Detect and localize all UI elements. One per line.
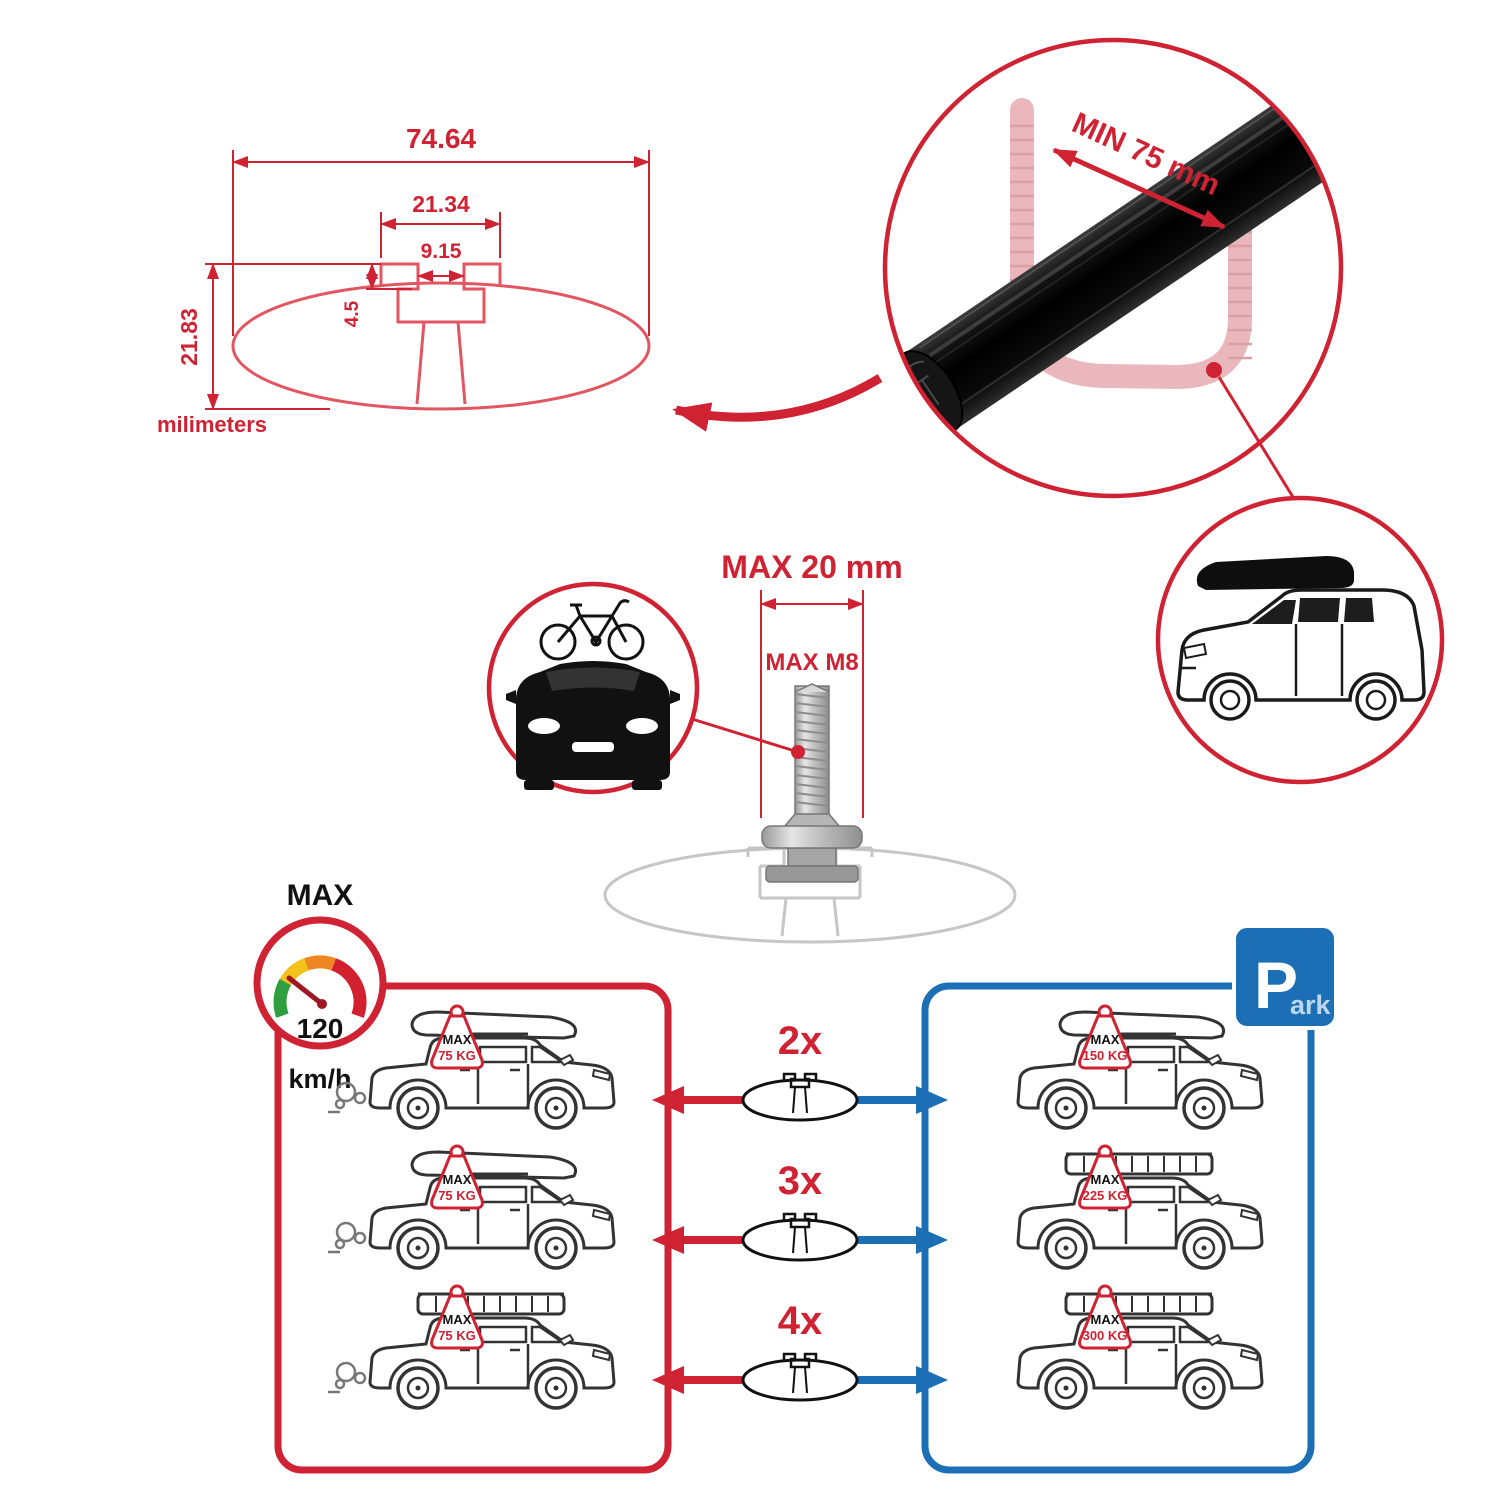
car-parked-3 [1016,1312,1264,1410]
tag-load-label: 225 KG [1083,1188,1128,1203]
tag-load-label: 75 KG [438,1048,476,1063]
parked-cars: MAX 150 KG MAX 225 KG MAX 300 KG [1016,1004,1264,1410]
park-suffix: ark [1290,990,1332,1020]
load-tag-drive-2: MAX 75 KG [430,1144,484,1210]
load-tag-park-3: MAX 300 KG [1078,1284,1132,1350]
callout-dot [1206,362,1222,378]
max-width-label: MAX 20 mm [721,549,902,585]
dimension-lines [205,150,650,410]
gauge-needle [286,975,325,1007]
cross-section-drawing: 74.64 21.34 9.15 4.5 21.83 milimeters [157,123,651,437]
suv-roofbox-circle [1155,495,1445,785]
load-tag-park-1: MAX 150 KG [1078,1004,1132,1070]
dim-slot-width: 9.15 [421,240,462,263]
bar-profile-icon [741,1212,859,1262]
tag-max-label: MAX [1091,1032,1120,1047]
exhaust-puffs [326,1221,367,1254]
t-bolt [761,683,863,883]
car-driving-3 [368,1312,616,1410]
roof-box [1196,556,1354,590]
load-tag-drive-3: MAX 75 KG [430,1284,484,1350]
roof-basket [1064,1292,1214,1316]
park-sign: P ark [1232,924,1338,1030]
tag-load-label: 75 KG [438,1328,476,1343]
qty-3x: 3x [778,1159,823,1203]
bolt-callout-line [691,717,799,754]
quantity-rows: 2x 3x 4x [652,1019,948,1402]
driving-box [274,982,672,1474]
park-letter: P [1254,948,1298,1022]
bar-profile-icon [741,1352,859,1402]
parking-box [921,982,1315,1474]
detail-arrow [672,374,883,432]
dim-total-height: 21.83 [176,308,202,366]
bar-detail-circle: MIN 75 mm [882,37,1344,503]
qty-2x: 2x [778,1019,823,1063]
max-thread-label: MAX M8 [765,649,858,676]
load-tag-park-2: MAX 225 KG [1078,1144,1132,1210]
car-parked-1 [1016,1032,1264,1130]
car-driving-2 [368,1172,616,1270]
dim-channel-width: 21.34 [412,191,470,217]
min-length-arrow [1052,147,1226,230]
load-tag-drive-1: MAX 75 KG [430,1004,484,1070]
tag-max-label: MAX [1091,1312,1120,1327]
tag-load-label: 75 KG [438,1188,476,1203]
bolt-section: MAX 20 mm MAX M8 [486,549,1017,944]
dim-lip-height: 4.5 [342,300,363,327]
tag-max-label: MAX [443,1172,472,1187]
unit-label: milimeters [157,412,267,437]
car-bike-circle [486,581,700,795]
roof-basket [416,1292,566,1316]
suv-illustration [1176,556,1426,721]
gauge-value: 120 [297,1013,344,1044]
bicycle-icon [539,599,645,661]
callout-line [1217,376,1298,503]
car-parked-2 [1016,1172,1264,1270]
bolt-callout-dot [791,745,805,759]
bolt-dimension [760,590,864,818]
tag-load-label: 150 KG [1083,1048,1128,1063]
gauge-unit: km/h [288,1064,351,1094]
tag-max-label: MAX [443,1032,472,1047]
car-front-icon [506,661,680,790]
dim-total-width: 74.64 [406,123,476,154]
driving-cars: MAX 75 KG MAX 75 KG MAX 75 KG [326,1004,616,1410]
qty-4x: 4x [778,1299,823,1343]
roof-basket [1064,1152,1214,1176]
tag-max-label: MAX [443,1312,472,1327]
exhaust-puffs [326,1361,367,1394]
gauge-arcs [273,955,367,1018]
speed-gauge: MAX 120 km/h [253,879,387,1094]
car-driving-1 [368,1032,616,1130]
gauge-max-label: MAX [287,879,354,912]
bar-profile-outline [231,262,651,411]
tag-max-label: MAX [1091,1172,1120,1187]
bar-profile-icon [741,1072,859,1122]
tag-load-label: 300 KG [1083,1328,1128,1343]
